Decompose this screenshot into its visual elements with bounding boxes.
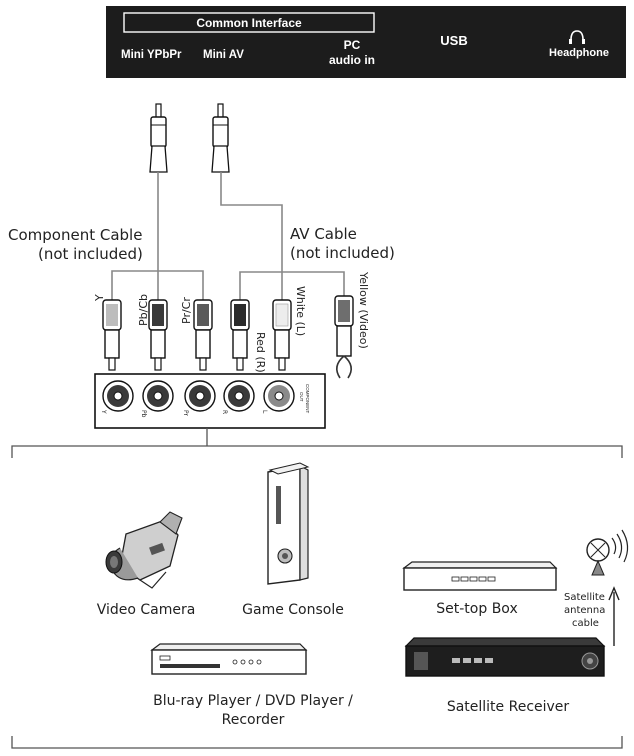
- set-top-box-label: Set-top Box: [436, 601, 517, 617]
- plug-yellow: [334, 295, 354, 379]
- plug-pr: [193, 299, 213, 371]
- jack-label-pr: Pr: [182, 410, 189, 417]
- antenna-cable-arrow: [608, 586, 620, 646]
- video-camera-label: Video Camera: [97, 602, 196, 618]
- component-top-plug: [149, 103, 168, 173]
- usb-label: USB: [440, 33, 467, 48]
- component-cable-label-1: Component Cable: [8, 226, 142, 244]
- headphone-label: Headphone: [549, 47, 609, 59]
- set-top-box-icon: [402, 561, 558, 591]
- plug-label-pb: Pb/Cb: [137, 294, 150, 326]
- av-cable-line: [220, 172, 345, 300]
- pc-audio-label-2: audio in: [329, 53, 375, 67]
- jack-label-pb: Pb: [140, 410, 147, 418]
- plug-y: [102, 299, 122, 371]
- av-cable-label-2: (not included): [290, 244, 395, 262]
- satellite-receiver-icon: [404, 637, 606, 677]
- jack-y: [102, 380, 134, 412]
- satellite-cable-label-2: antenna: [564, 605, 605, 616]
- component-out-title-1: COMPONENT: [305, 384, 310, 414]
- component-cable-line: [111, 172, 204, 300]
- bluray-label-1: Blu-ray Player / DVD Player /: [153, 693, 353, 709]
- common-interface-label: Common Interface: [196, 16, 302, 30]
- panel-background: [106, 6, 626, 78]
- av-top-plug: [211, 103, 230, 173]
- bluray-player-icon: [150, 643, 308, 675]
- headphone-icon: [569, 30, 585, 44]
- plug-white: [272, 299, 292, 371]
- satellite-receiver-label: Satellite Receiver: [447, 699, 570, 715]
- jack-r: [223, 380, 255, 412]
- jack-pr: [184, 380, 216, 412]
- component-cable-label-2: (not included): [38, 245, 143, 263]
- plug-label-white: White (L): [294, 286, 307, 336]
- jack-l: [263, 380, 295, 412]
- jack-label-r: R: [221, 410, 228, 414]
- jack-pb: [142, 380, 174, 412]
- mini-ypbpr-label: Mini YPbPr: [121, 49, 182, 61]
- satellite-cable-label-3: cable: [572, 618, 599, 629]
- component-out-title-2: OUT: [299, 392, 304, 402]
- bluray-label-2: Recorder: [222, 712, 285, 728]
- video-camera-icon: [105, 511, 183, 589]
- plug-label-red: Red (R): [254, 332, 267, 373]
- av-cable-label-1: AV Cable: [290, 225, 357, 243]
- device-bracket-top: [11, 428, 623, 458]
- tv-port-panel: Common Interface Mini YPbPr Mini AV PC a…: [106, 6, 626, 78]
- plug-label-pr: Pr/Cr: [180, 297, 193, 324]
- jack-label-l: L: [261, 410, 268, 414]
- plug-red: [230, 299, 250, 371]
- satellite-cable-label-1: Satellite: [564, 592, 605, 603]
- plug-label-y: Y: [93, 294, 106, 302]
- game-console-icon: [267, 462, 310, 585]
- satellite-dish-icon: [586, 529, 629, 576]
- jack-label-y: Y: [100, 409, 107, 414]
- common-interface-slot: [123, 12, 375, 33]
- game-console-label: Game Console: [242, 602, 344, 618]
- device-bracket-bottom: [11, 736, 623, 749]
- pc-audio-label-1: PC: [344, 38, 361, 52]
- plug-pb: [148, 299, 168, 371]
- component-out-panel: Y Pb Pr R L COMPONENT OUT: [94, 373, 326, 429]
- plug-label-yellow: Yellow (Video): [357, 271, 370, 349]
- mini-av-label: Mini AV: [203, 49, 244, 61]
